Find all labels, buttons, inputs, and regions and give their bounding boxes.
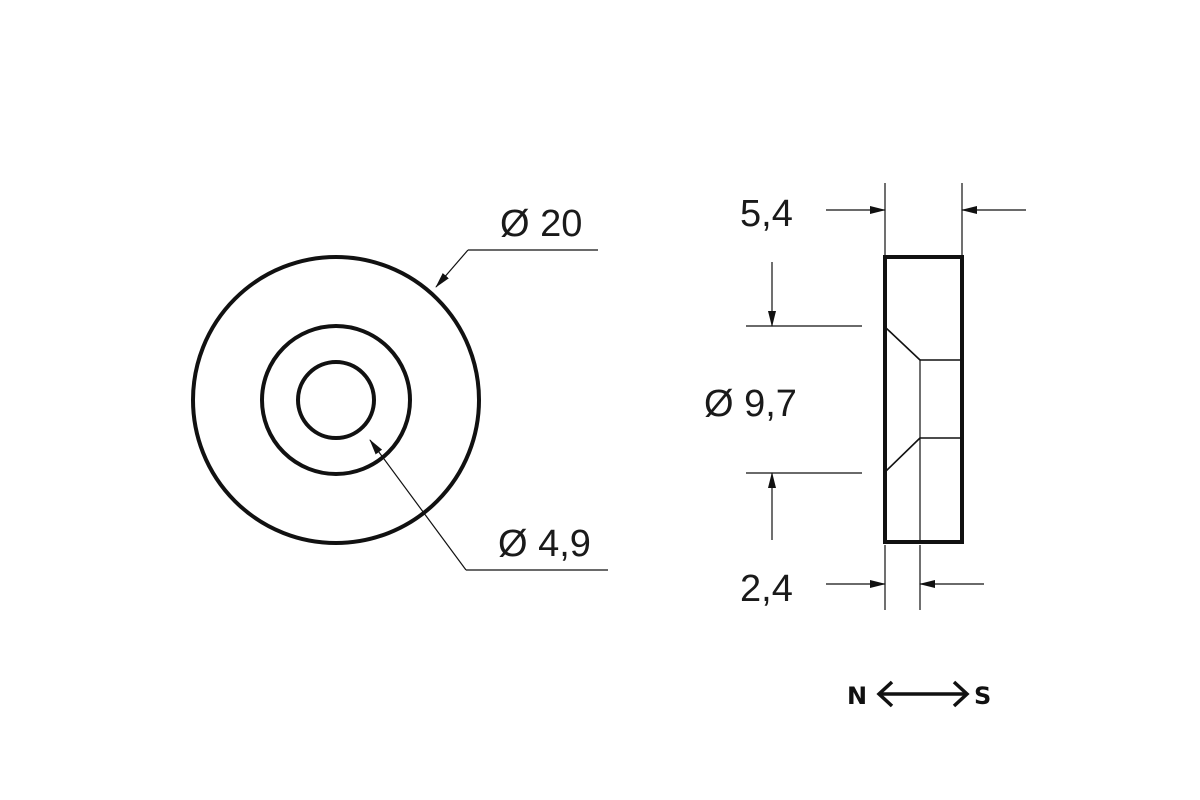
countersink-diameter-dimension — [746, 262, 862, 540]
inner-diameter-label: Ø 4,9 — [498, 523, 591, 565]
countersink-edge-bottom — [884, 437, 921, 473]
outer-circle — [191, 255, 481, 545]
countersink-depth-dimension — [826, 545, 984, 610]
inner-diameter-leader — [369, 439, 608, 571]
outer-diameter-label: Ø 20 — [500, 203, 582, 245]
thickness-label: 5,4 — [740, 193, 793, 235]
bore-circle — [296, 360, 376, 440]
countersink-circle — [260, 324, 412, 476]
thickness-dimension — [826, 183, 1026, 255]
south-pole-label: S — [974, 682, 991, 710]
countersink-depth-label: 2,4 — [740, 568, 793, 610]
countersink-diameter-label: Ø 9,7 — [704, 383, 797, 425]
outer-diameter-leader — [435, 249, 598, 288]
countersink-edge-top — [884, 326, 921, 361]
front-view: Ø 20 Ø 4,9 — [191, 203, 608, 571]
north-pole-label: N — [847, 682, 867, 710]
side-view: 5,4 Ø 9,7 2,4 — [704, 183, 1026, 610]
magnetization-indicator: N S — [847, 680, 991, 710]
side-profile-rect — [883, 255, 964, 544]
